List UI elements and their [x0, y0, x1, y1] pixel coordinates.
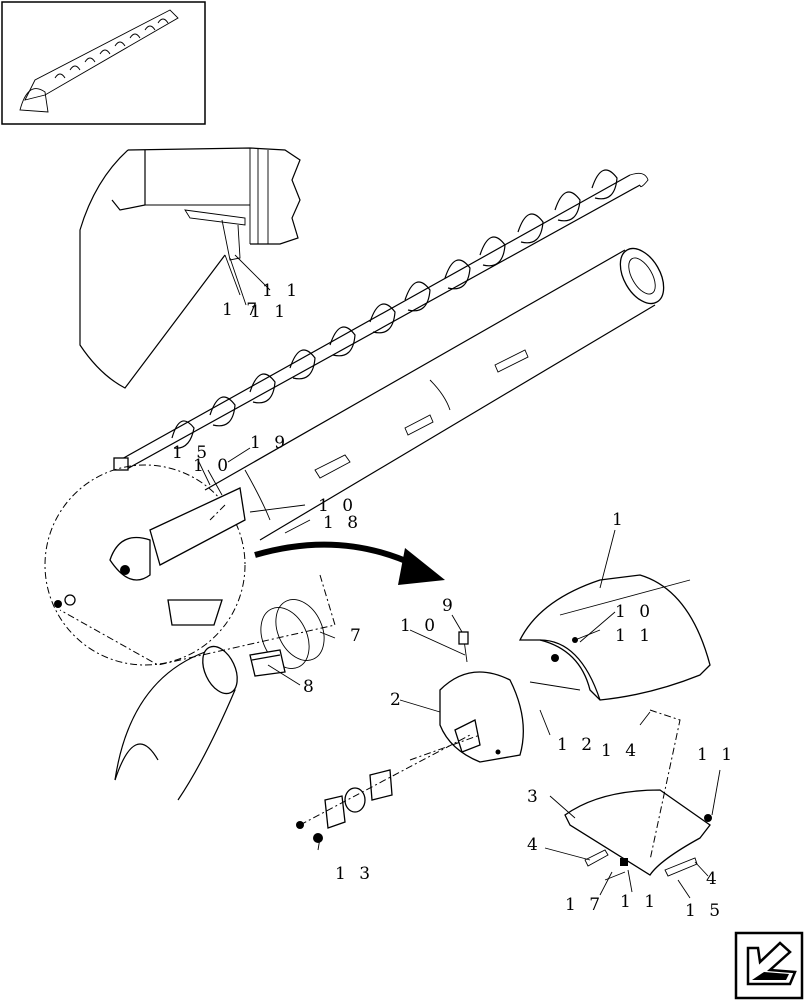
callout-11-b: 1 1	[250, 302, 289, 322]
callout-10-b: 1 0	[318, 496, 357, 516]
ring-part-7	[260, 599, 325, 669]
callout-3: 3	[527, 787, 542, 807]
leader-lines	[197, 447, 721, 899]
detail-view-housing	[79, 147, 301, 389]
callout-1: 1	[612, 510, 627, 530]
callout-4b: 4	[706, 869, 721, 889]
bearing-assembly	[296, 734, 471, 843]
callout-15-a: 1 5	[172, 443, 211, 463]
callout-17-b: 1 7	[565, 895, 604, 915]
callout-18: 1 8	[323, 513, 362, 533]
callout-labels: 1 2 3 4 4 7 8 9 1 0 1 0 1 0 1 0 1 1 1 1 …	[172, 281, 736, 921]
construction-lines	[59, 504, 681, 861]
auger-tube	[204, 247, 665, 541]
end-plate-part-2	[439, 631, 524, 763]
callout-14: 1 4	[601, 741, 640, 761]
callout-8: 8	[303, 677, 318, 697]
previous-page-arrow-icon[interactable]	[734, 931, 804, 1000]
callout-15-b: 1 5	[685, 901, 724, 921]
callout-11-d: 1 1	[697, 745, 736, 765]
thumbnail-overview	[1, 1, 206, 125]
cone-outlet	[114, 645, 238, 801]
callout-9: 9	[442, 596, 457, 616]
bracket-part-3	[564, 789, 712, 881]
callout-10-c: 1 0	[400, 616, 439, 636]
cover-part-1	[518, 574, 711, 701]
callout-4a: 4	[527, 835, 542, 855]
callout-11-e: 1 1	[620, 892, 659, 912]
bushing-part-8	[249, 649, 286, 677]
callout-2: 2	[390, 690, 405, 710]
callout-7: 7	[350, 626, 365, 646]
callout-10-a: 1 0	[193, 456, 232, 476]
auger-screw	[113, 169, 649, 471]
callout-10-d: 1 0	[615, 602, 654, 622]
detail-circle	[44, 464, 246, 666]
callout-13: 1 3	[335, 864, 374, 884]
callout-11-a: 1 1	[262, 281, 301, 301]
detail-arrow	[254, 541, 445, 585]
callout-11-c: 1 1	[615, 626, 654, 646]
callout-17-a: 1 7	[222, 300, 261, 320]
callout-19: 1 9	[250, 433, 289, 453]
callout-12: 1 2	[557, 735, 596, 755]
